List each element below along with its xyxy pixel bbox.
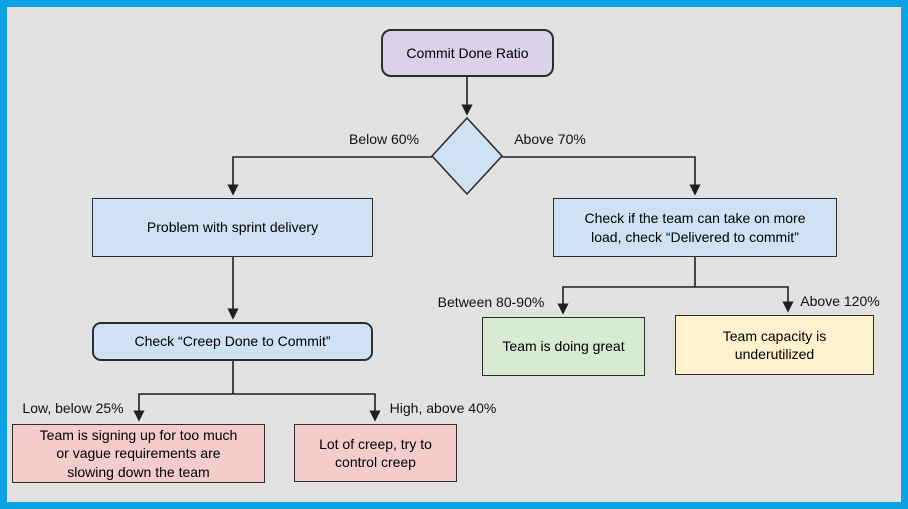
connector-above120-to-underutilized — [695, 286, 794, 313]
decision-diamond — [430, 116, 504, 196]
edge-label-above-70: Above 70% — [514, 131, 586, 147]
node-problem-with-sprint-delivery: Problem with sprint delivery — [92, 198, 373, 257]
edge-label-low-below-25: Low, below 25% — [22, 400, 124, 416]
node-check-team-load: Check if the team can take on more load,… — [553, 198, 837, 257]
node-lot-of-creep: Lot of creep, try to control creep — [294, 424, 457, 482]
node-check-creep-done-to-commit: Check “Creep Done to Commit” — [92, 322, 373, 361]
edge-label-between-80-90: Between 80-90% — [437, 294, 545, 310]
connector-high-to-creep — [233, 393, 381, 422]
edge-label-high-above-40: High, above 40% — [389, 400, 497, 416]
connector-decision-to-check-load — [502, 156, 701, 196]
node-commit-done-ratio: Commit Done Ratio — [381, 29, 554, 77]
node-team-signing-up-too-much: Team is signing up for too much or vague… — [12, 424, 265, 483]
node-team-capacity-underutilized: Team capacity is underutilized — [675, 315, 874, 375]
connector-between-to-great — [557, 286, 695, 315]
connector-low-to-signup — [133, 393, 233, 422]
node-team-doing-great: Team is doing great — [482, 317, 645, 376]
connector-decision-to-problem — [227, 156, 432, 196]
edge-label-above-120: Above 120% — [800, 293, 880, 309]
edge-label-below-60: Below 60% — [348, 131, 420, 147]
